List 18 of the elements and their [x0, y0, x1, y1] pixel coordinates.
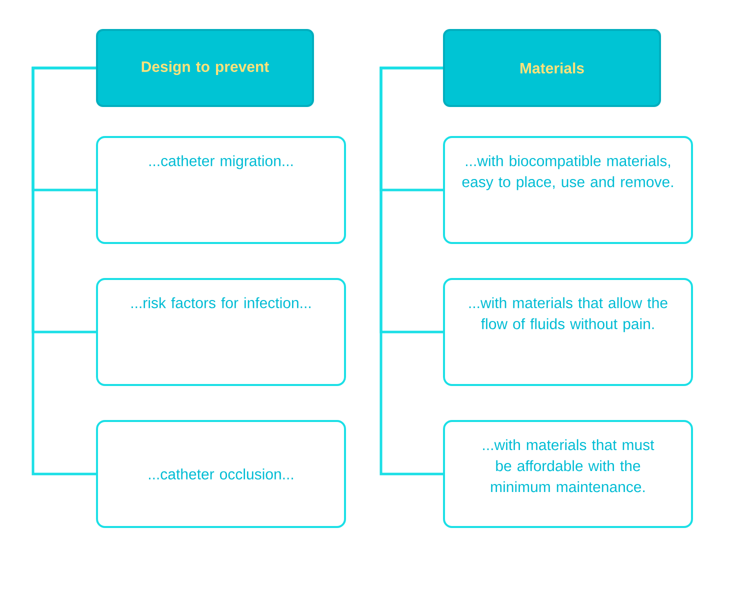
node-label: ...with biocompatible materials, easy to place, use and remove.: [462, 155, 673, 190]
node-label: ...risk factors for infection...: [132, 297, 310, 308]
text-box: [96, 136, 346, 244]
node-label: Design to prevent: [142, 60, 269, 76]
text-box: [96, 278, 346, 386]
text-box: [443, 136, 693, 244]
node-label: ...catheter migration...: [149, 155, 293, 170]
text-box: [443, 278, 693, 386]
node-label: ...with materials that must be affordable with the minimum maintenance.: [483, 439, 654, 492]
node-label: ...with materials that allow the flow of fluids without pain.: [469, 297, 668, 332]
header-box: [96, 29, 314, 107]
header-box: [443, 29, 661, 107]
connector-line: [380, 66, 443, 476]
connector-line: [32, 66, 96, 476]
node-label: Materials: [520, 62, 584, 74]
node-label: ...catheter occlusion...: [149, 468, 293, 480]
text-box: [96, 420, 346, 528]
text-box: [443, 420, 693, 528]
